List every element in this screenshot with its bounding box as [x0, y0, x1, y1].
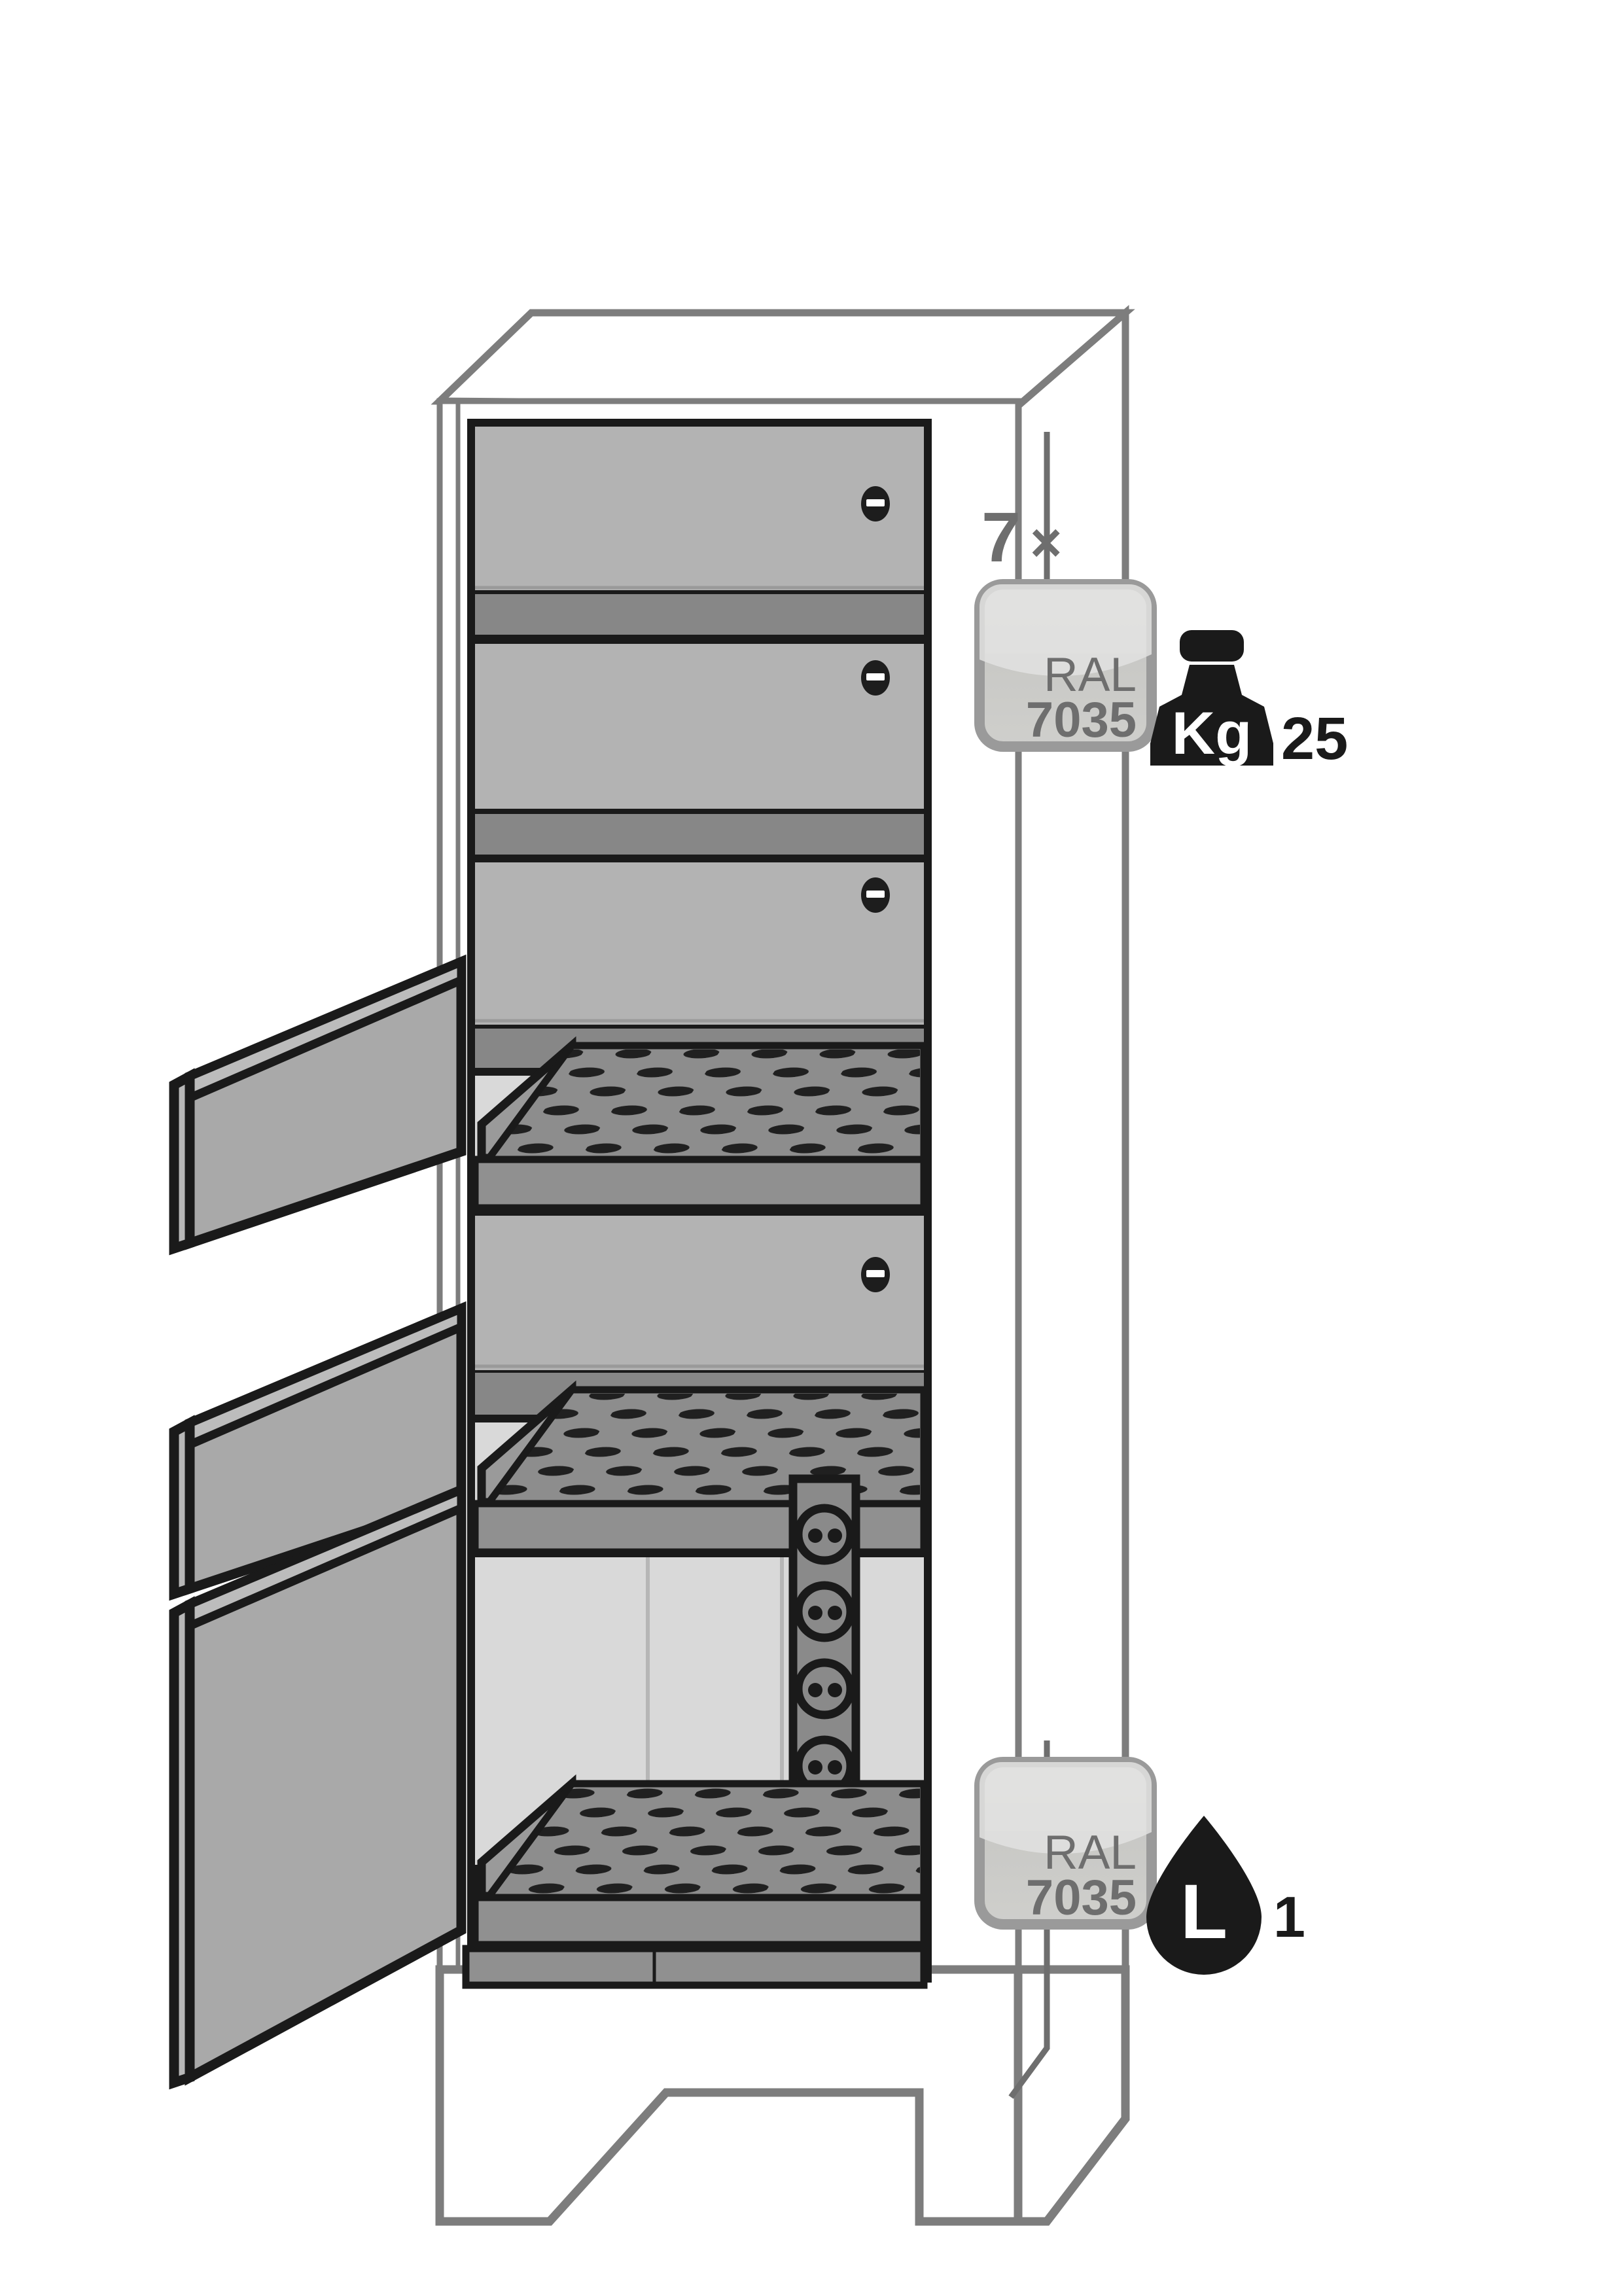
socket-pin-hole: [808, 1683, 822, 1697]
panel-a-left-edge: [169, 1068, 195, 1256]
shelf-1-front-edge: [471, 1156, 928, 1212]
socket-pin-hole: [828, 1760, 842, 1775]
weight-kg-value: 25: [1281, 705, 1348, 772]
drawer-3-face: [475, 862, 924, 1025]
drawer-1-lock[interactable]: [861, 486, 890, 521]
ral-colour-badge-bottom: RAL 7035: [974, 1757, 1157, 1930]
socket-pin-hole: [808, 1760, 822, 1775]
drawer-3[interactable]: [475, 862, 924, 1068]
cabinet-top-lid: [431, 309, 1135, 410]
drawer-4-opening: [475, 1216, 924, 1415]
ral-badge-top-line1: RAL: [1044, 648, 1137, 701]
liquid-drop-icon: L: [1146, 1816, 1262, 1975]
drawer-2-face: [475, 644, 924, 809]
pulled-out-drawer-front-a[interactable]: [169, 954, 467, 1256]
socket-pin-hole: [808, 1606, 822, 1620]
drawer-2[interactable]: [475, 644, 924, 855]
cabinet-plinth: [435, 1965, 1130, 2226]
quantity-label: 7×: [981, 497, 1062, 576]
shelf-3-front-edge: [471, 1894, 928, 1949]
sump-pan: [462, 1945, 928, 1989]
drawer-2-lock[interactable]: [861, 660, 890, 696]
pulled-out-drawer-front-c[interactable]: [169, 1482, 467, 2090]
plinth-outline: [435, 1965, 1023, 2226]
cabinet-interior: [462, 419, 932, 1989]
perforated-shelf-1[interactable]: [471, 1036, 928, 1212]
socket-outlet: [794, 1658, 855, 1720]
drawer-3-lock[interactable]: [861, 877, 890, 913]
weight-kg-icon: Kg: [1150, 630, 1273, 767]
ral-colour-badge-top: RAL 7035: [974, 579, 1157, 752]
socket-pin-hole: [808, 1528, 822, 1543]
socket-pin-hole: [828, 1606, 842, 1620]
socket-outlet: [794, 1581, 855, 1642]
socket-outlet: [794, 1504, 855, 1565]
drawer-4-interior: [475, 1216, 924, 1370]
drawer-4-lock[interactable]: [861, 1257, 890, 1292]
drawer-1-bottom-rail: [475, 594, 924, 635]
perforated-shelf-3[interactable]: [462, 1774, 928, 1989]
ral-badge-bottom-line2: 7035: [1026, 1870, 1137, 1926]
drawer-1-face: [475, 427, 924, 590]
socket-pin-hole: [828, 1683, 842, 1697]
liquid-drop-value: 1: [1273, 1884, 1305, 1949]
drawer-2-bottom-rail: [475, 814, 924, 855]
ral-badge-bottom-line1: RAL: [1044, 1826, 1137, 1879]
weight-kg-glyph: Kg: [1172, 700, 1252, 767]
panel-a-face: [185, 954, 467, 1250]
ral-badge-top-line2: 7035: [1026, 692, 1137, 748]
drawer-1[interactable]: [475, 427, 924, 635]
socket-pin-hole: [828, 1528, 842, 1543]
panel-b-left-edge: [169, 1415, 195, 1601]
liquid-drop-glyph: L: [1180, 1869, 1227, 1955]
plinth-side-outline: [1014, 1965, 1130, 2226]
panel-c-left-edge: [169, 1596, 195, 2090]
